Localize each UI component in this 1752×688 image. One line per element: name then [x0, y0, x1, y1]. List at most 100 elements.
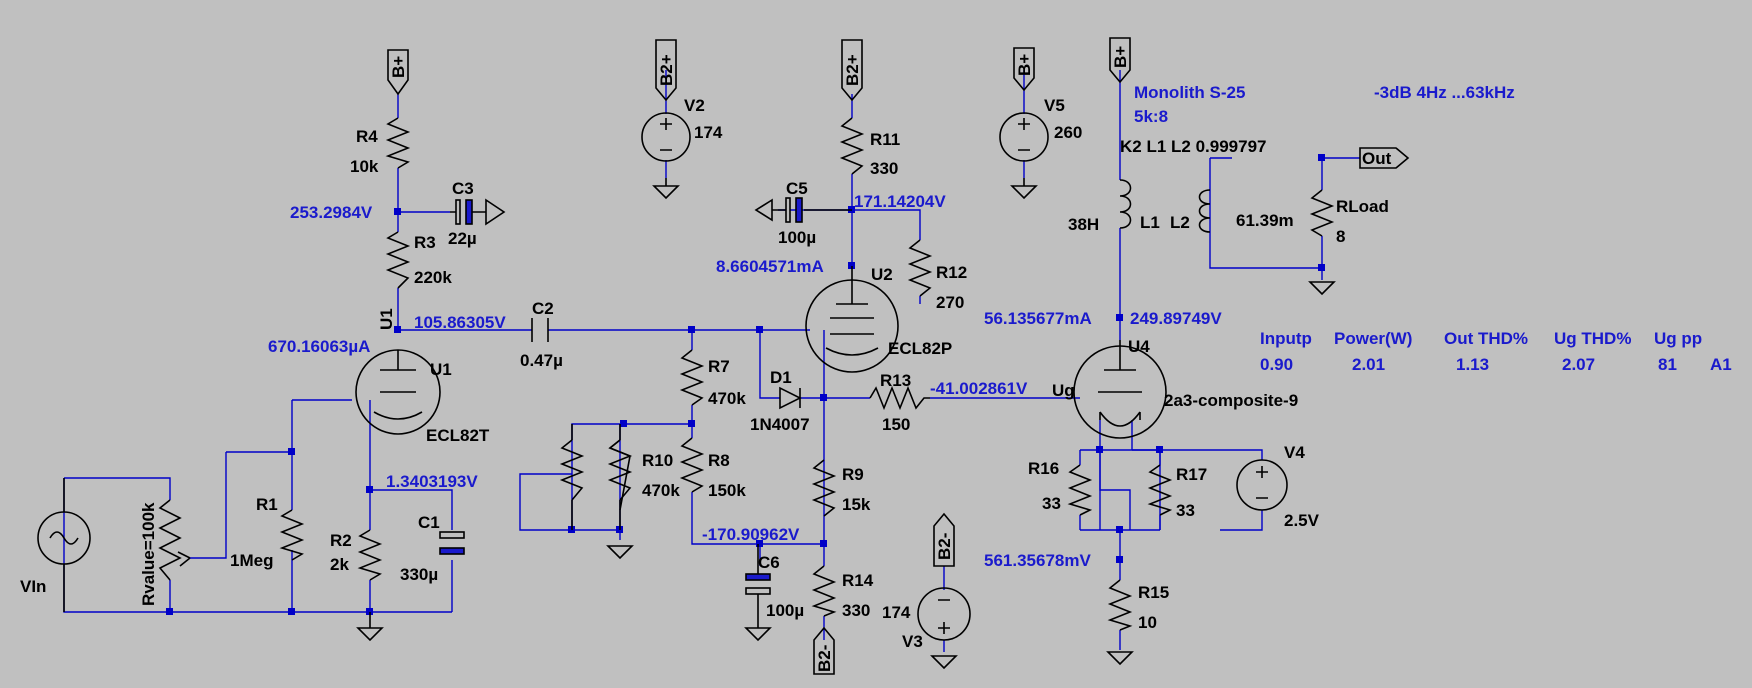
- b2plus-flag-u2: B2+: [841, 39, 863, 102]
- C1-symbol: [439, 531, 465, 555]
- V4-name: V4: [1284, 443, 1305, 462]
- svg-text:Out: Out: [1362, 149, 1392, 168]
- V2-source: [641, 112, 691, 162]
- svg-text:B2-: B2-: [935, 533, 954, 560]
- op-253V: 253.2984V: [290, 203, 373, 222]
- op-561mV: 561.35678mV: [984, 551, 1091, 570]
- op-105V: 105.86305V: [414, 313, 506, 332]
- svg-text:B+: B+: [1111, 46, 1130, 68]
- U4-name: U4: [1128, 337, 1150, 356]
- C5-symbol: [772, 197, 852, 223]
- R16-value: 33: [1042, 494, 1061, 513]
- R10-value: 470k: [642, 481, 680, 500]
- bandwidth-note: -3dB 4Hz ...63kHz: [1374, 83, 1515, 102]
- U1-tube: [355, 349, 441, 435]
- U2-tube: [805, 266, 899, 373]
- svg-text:B+: B+: [1015, 54, 1034, 76]
- R9-symbol: [811, 459, 837, 517]
- R12-symbol: [907, 239, 933, 297]
- R1-value: 1Meg: [230, 551, 273, 570]
- L1-coil: [1119, 179, 1132, 229]
- L2-value: 61.39m: [1236, 211, 1294, 230]
- R11-symbol: [839, 117, 865, 175]
- V4-value: 2.5V: [1284, 511, 1320, 530]
- bplus-flag-u4: B+: [1109, 37, 1131, 84]
- R1-name: R1: [256, 495, 278, 514]
- V3-value: 174: [882, 603, 911, 622]
- svg-text:B2+: B2+: [657, 54, 676, 86]
- pot-symbol: [158, 499, 191, 581]
- C3-value: 22µ: [448, 229, 477, 248]
- R2-symbol: [357, 529, 383, 581]
- U4-tube: [1073, 340, 1167, 439]
- RLoad-value: 8: [1336, 227, 1345, 246]
- R11-name: R11: [870, 130, 900, 149]
- C2-value: 0.47µ: [520, 351, 563, 370]
- VIn-source: [37, 478, 91, 612]
- C3-name: C3: [452, 179, 474, 198]
- C6-name: C6: [758, 553, 780, 572]
- L2-coil: [1198, 189, 1211, 233]
- b2plus-flag-v2: B2+: [655, 39, 677, 102]
- V5-source: [999, 112, 1049, 162]
- ug-label: Ug: [1052, 381, 1075, 400]
- R10-name: R10: [642, 451, 673, 470]
- op-56mA: 56.135677mA: [984, 309, 1092, 328]
- results-table: Inputp Power(W) Out THD% Ug THD% Ug pp 0…: [1260, 329, 1732, 374]
- U1-vertical-label: U1: [377, 308, 396, 330]
- C2-name: C2: [532, 299, 554, 318]
- results-value-4: 81: [1658, 355, 1677, 374]
- C6-value: 100µ: [766, 601, 804, 620]
- R8-value: 150k: [708, 481, 746, 500]
- R8-name: R8: [708, 451, 730, 470]
- out-flag: Out: [1359, 147, 1410, 169]
- R14-value: 330: [842, 601, 870, 620]
- bplus-flag-v5: B+: [1013, 47, 1035, 92]
- R3-value: 220k: [414, 268, 452, 287]
- U2-name: U2: [871, 265, 893, 284]
- D1-value: 1N4007: [750, 415, 810, 434]
- R17-symbol: [1147, 464, 1173, 516]
- op-670uA: 670.16063µA: [268, 337, 370, 356]
- results-value-2: 1.13: [1456, 355, 1489, 374]
- R4-value: 10k: [350, 157, 379, 176]
- D1-symbol: [779, 386, 802, 410]
- V5-name: V5: [1044, 96, 1065, 115]
- V2-name: V2: [684, 96, 705, 115]
- R3-symbol: [385, 231, 411, 289]
- R4-symbol: [385, 117, 411, 169]
- R1-symbol: [279, 509, 305, 561]
- R12-name: R12: [936, 263, 967, 282]
- R11-value: 330: [870, 159, 898, 178]
- R10-symbol: [559, 424, 633, 530]
- op-171V: 171.14204V: [854, 192, 946, 211]
- R14-symbol: [811, 565, 837, 617]
- results-header-3: Ug THD%: [1554, 329, 1631, 348]
- R16-name: R16: [1028, 459, 1059, 478]
- U1-model: ECL82T: [426, 426, 490, 445]
- L1-value: 38H: [1068, 215, 1099, 234]
- R9-name: R9: [842, 465, 864, 484]
- R14-name: R14: [842, 571, 874, 590]
- results-header-2: Out THD%: [1444, 329, 1528, 348]
- results-value-0: 0.90: [1260, 355, 1293, 374]
- VIn-name: VIn: [20, 577, 46, 596]
- U2-model: ECL82P: [888, 339, 952, 358]
- R16-symbol: [1067, 464, 1093, 516]
- R15-symbol: [1107, 579, 1133, 631]
- V3-name: V3: [902, 632, 923, 651]
- C1-value: 330µ: [400, 565, 438, 584]
- ground-symbols: [356, 178, 1336, 670]
- R13-symbol: [869, 385, 930, 411]
- R7-symbol: [679, 349, 705, 406]
- op-neg170V: -170.90962V: [702, 525, 800, 544]
- results-header-0: Inputp: [1260, 329, 1312, 348]
- RLoad-symbol: [1309, 189, 1335, 237]
- D1-name: D1: [770, 368, 792, 387]
- transformer-name: Monolith S-25: [1134, 83, 1245, 102]
- op-1340V: 1.3403193V: [386, 472, 478, 491]
- R13-name: R13: [880, 371, 911, 390]
- R13-value: 150: [882, 415, 910, 434]
- results-header-4: Ug pp: [1654, 329, 1702, 348]
- results-value-3: 2.07: [1562, 355, 1595, 374]
